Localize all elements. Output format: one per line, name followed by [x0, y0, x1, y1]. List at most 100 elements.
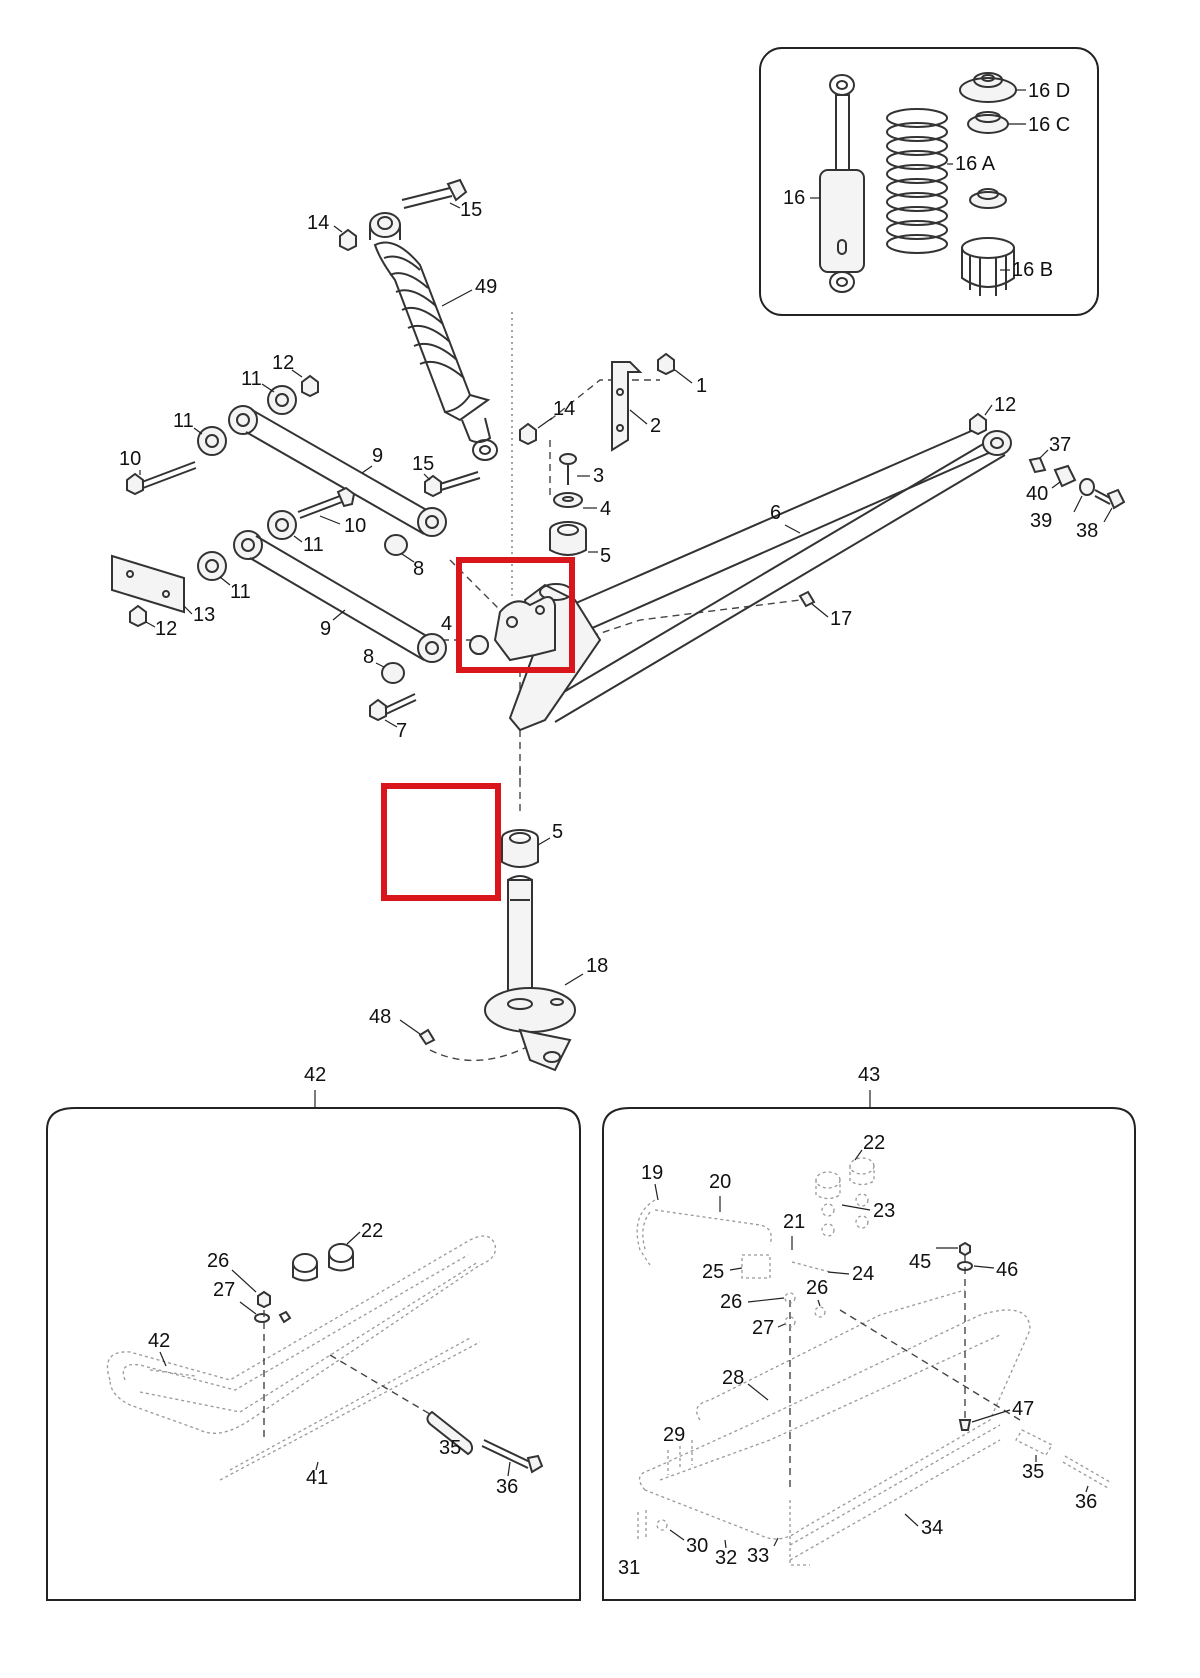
callout-2: 2 [650, 415, 661, 437]
nut-12-top [301, 374, 319, 398]
callout-3: 3 [593, 465, 604, 487]
lower-link-9 [233, 530, 447, 663]
callout-25: 25 [702, 1261, 724, 1283]
ski-group-42: 42 [46, 1064, 581, 1601]
sleeve-37 [1028, 456, 1047, 474]
callout-8-lower: 8 [363, 646, 374, 668]
callout-5-top: 5 [600, 545, 611, 567]
ski-43 [638, 1289, 1031, 1566]
callout-17: 17 [830, 608, 852, 630]
callout-19: 19 [641, 1162, 663, 1184]
callout-37: 37 [1049, 434, 1071, 456]
bushing-8-upper [384, 534, 408, 556]
callout-38: 38 [1076, 520, 1098, 542]
bushing-11-c [267, 510, 297, 540]
adjuster-16b [961, 237, 1015, 296]
callout-14-right: 14 [553, 398, 575, 420]
callout-36-right: 36 [1075, 1491, 1097, 1513]
bushing-11-a [267, 385, 297, 415]
callout-13: 13 [193, 604, 215, 626]
callout-48: 48 [369, 1006, 391, 1028]
callout-1: 1 [696, 375, 707, 397]
callout-23: 23 [873, 1200, 895, 1222]
screw-47 [958, 1419, 972, 1431]
ski-group-43: 43 [602, 1064, 1136, 1601]
callout-4: 4 [600, 498, 611, 520]
bushing-5-lower [501, 829, 539, 868]
screw-left-ski [278, 1310, 292, 1324]
bolt-15-top [401, 178, 468, 209]
callout-20: 20 [709, 1171, 731, 1193]
bolt-38 [1094, 488, 1126, 510]
callout-41: 41 [306, 1467, 328, 1489]
callout-9-lower: 9 [320, 618, 331, 640]
callout-42-ski: 42 [148, 1330, 170, 1352]
handle-19 [636, 1199, 772, 1266]
tube-35-left [426, 1410, 474, 1456]
ski-42 [106, 1235, 497, 1481]
bushing-11-d [197, 551, 227, 581]
callout-24: 24 [852, 1263, 874, 1285]
bolt-36-right [1062, 1455, 1111, 1489]
spacers-22-left [292, 1243, 354, 1282]
washer-46 [957, 1261, 973, 1271]
plate-13 [111, 554, 185, 614]
callout-5-lower: 5 [552, 821, 563, 843]
callout-29: 29 [663, 1424, 685, 1446]
callout-27-left: 27 [213, 1279, 235, 1301]
nut-14-right [519, 422, 537, 446]
callout-6: 6 [770, 502, 781, 524]
callout-28: 28 [722, 1367, 744, 1389]
nut-14-top [339, 228, 357, 252]
nut-12-bottom [129, 604, 147, 628]
callout-35-right: 35 [1022, 1461, 1044, 1483]
callout-14-top: 14 [307, 212, 329, 234]
callout-22-right: 22 [863, 1132, 885, 1154]
tube-35-right [1015, 1429, 1053, 1456]
callout-10-left: 10 [119, 448, 141, 470]
callout-36-left: 36 [496, 1476, 518, 1498]
callout-21: 21 [783, 1211, 805, 1233]
cup-16b-top [969, 188, 1007, 209]
callout-34: 34 [921, 1517, 943, 1539]
callout-12-bottom: 12 [155, 618, 177, 640]
callout-33: 33 [747, 1545, 769, 1567]
callout-8-upper: 8 [413, 558, 424, 580]
bushing-11-b [197, 426, 227, 456]
bolt-24 [791, 1261, 831, 1273]
bolt-10-middle [297, 486, 356, 519]
callout-40: 40 [1026, 483, 1048, 505]
shock-inset: 16 16 A 16 B 16 C 16 D [759, 47, 1099, 316]
bushing-40 [1053, 464, 1077, 488]
callout-7: 7 [396, 720, 407, 742]
bolt-15-lower [424, 471, 481, 498]
callout-31: 31 [618, 1557, 640, 1579]
washer-39 [1079, 478, 1095, 496]
bushing-5-top [549, 521, 587, 556]
callout-15-top: 15 [460, 199, 482, 221]
callout-18: 18 [586, 955, 608, 977]
callout-11-d: 11 [230, 581, 251, 603]
callout-27-right: 27 [752, 1317, 774, 1339]
shock-absorber-16 [819, 74, 865, 293]
callout-11-b: 11 [173, 410, 194, 432]
pins-31 [637, 1510, 647, 1540]
pins-29 [667, 1440, 693, 1475]
callout-30: 30 [686, 1535, 708, 1557]
bolt-7 [369, 693, 417, 722]
shock-inset-frame [759, 47, 1099, 316]
ski-43-frame [602, 1107, 1136, 1601]
group-label-42: 42 [304, 1064, 326, 1086]
ski-42-frame [46, 1107, 581, 1601]
group-label-43: 43 [858, 1064, 880, 1086]
bolt-10-left [126, 461, 197, 496]
spring-16a [886, 108, 948, 254]
nut-26-right-a [784, 1292, 796, 1304]
callout-15-lower: 15 [412, 453, 434, 475]
washer-4 [553, 492, 583, 508]
callout-11-a: 11 [241, 368, 262, 390]
callout-4-lower: 4 [441, 613, 452, 635]
callout-12-right: 12 [994, 394, 1016, 416]
callout-16: 16 [783, 187, 805, 209]
callout-45: 45 [909, 1251, 931, 1273]
